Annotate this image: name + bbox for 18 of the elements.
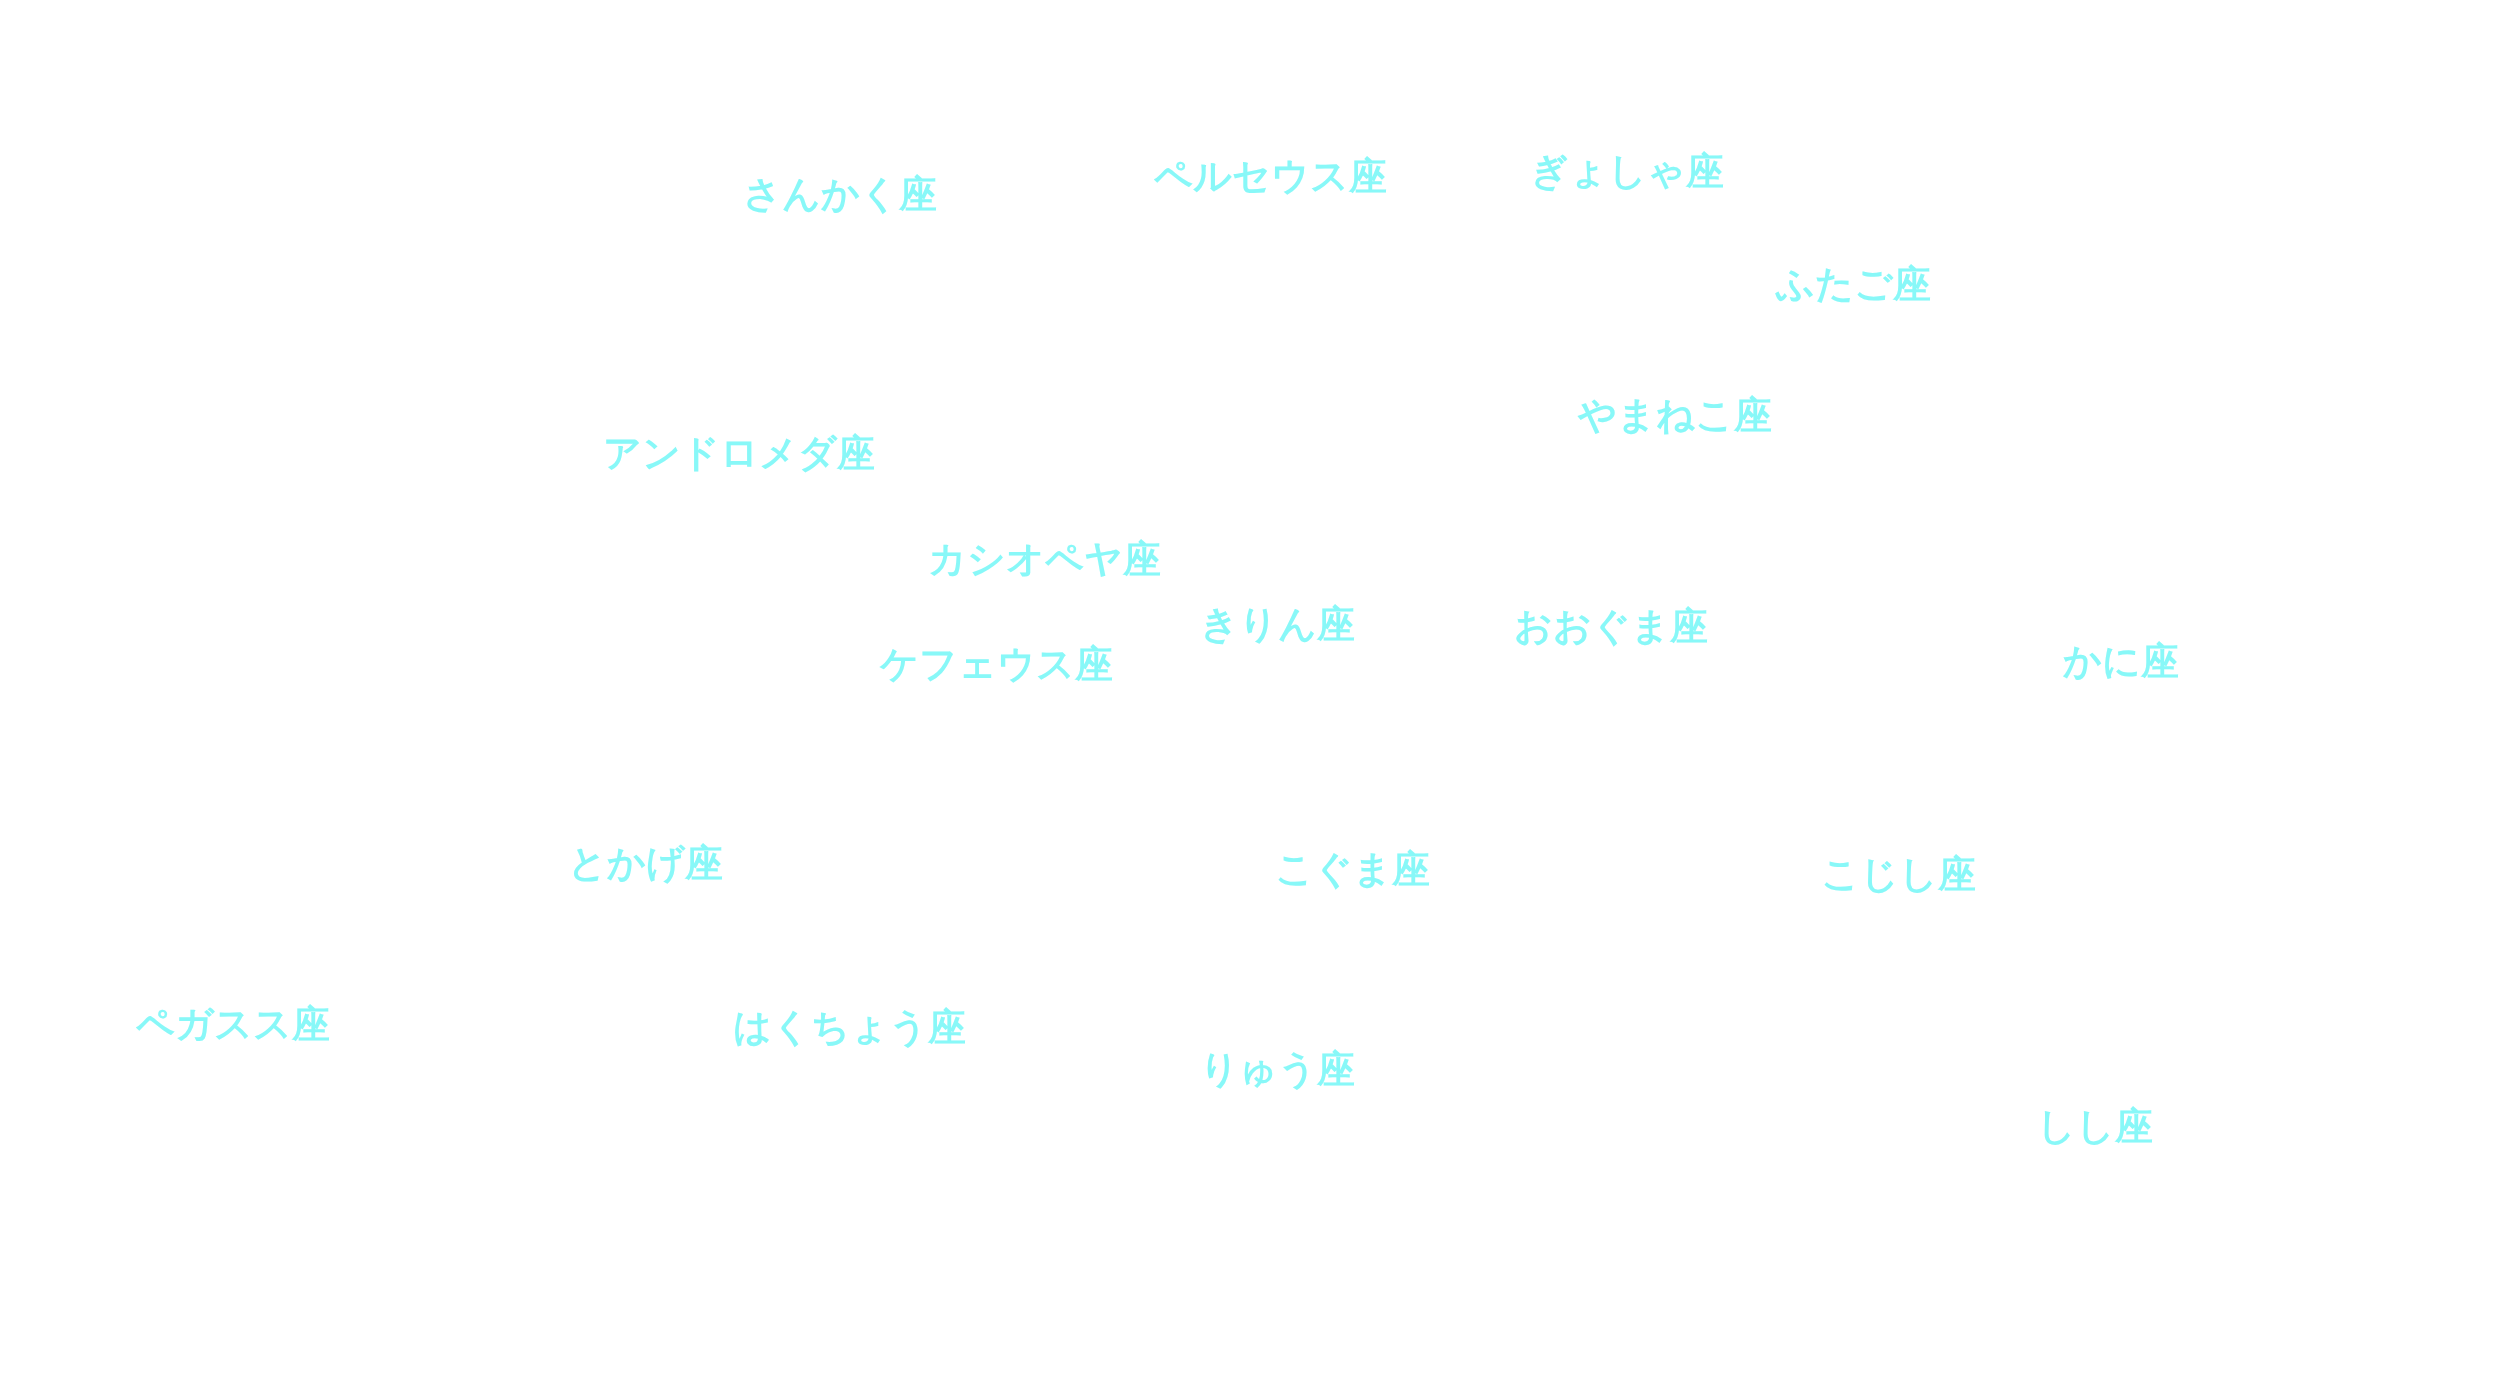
constellation-name: こじし座 xyxy=(1821,854,1976,896)
constellation-name: カシオペヤ座 xyxy=(928,539,1161,581)
constellation-name: ふたご座 xyxy=(1776,264,1931,306)
constellation-name: アンドロメダ座 xyxy=(603,433,875,475)
constellation-name: りゅう座 xyxy=(1200,1049,1355,1091)
constellation-name: ペガスス座 xyxy=(136,1004,330,1046)
constellation-name: はくちょう座 xyxy=(733,1007,966,1049)
constellation-name: さんかく座 xyxy=(743,174,937,216)
constellation-name: ペルセウス座 xyxy=(1154,156,1387,198)
constellation-name: かに座 xyxy=(2063,641,2179,683)
constellation-name: とかげ座 xyxy=(568,843,723,885)
constellation-name: こぐま座 xyxy=(1275,849,1430,891)
constellation-name: ケフェウス座 xyxy=(880,644,1113,686)
constellation-name: おおぐま座 xyxy=(1514,606,1708,648)
constellation-name: しし座 xyxy=(2037,1106,2153,1148)
constellation-name: やまねこ座 xyxy=(1578,395,1772,437)
constellation-name: ぎょしゃ座 xyxy=(1530,151,1724,193)
constellation-name: きりん座 xyxy=(1200,604,1355,646)
